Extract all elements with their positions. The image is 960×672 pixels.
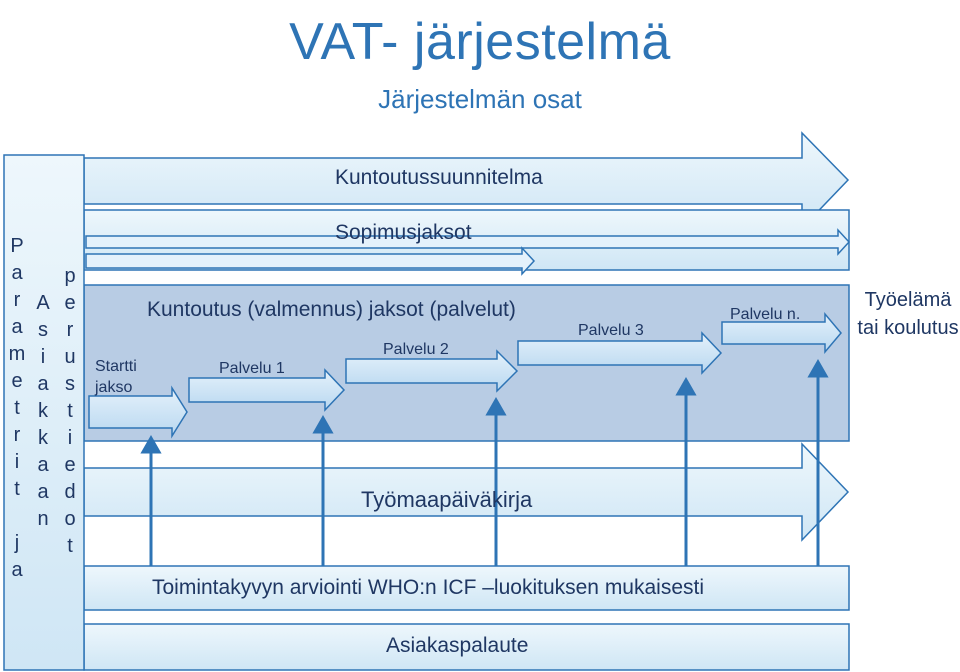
palvelu-n-arrow: [721, 311, 842, 355]
outcome-label: Työelämä tai koulutus: [857, 289, 959, 339]
sopimusjaksot-inner-arrows: [85, 228, 851, 276]
letter: a: [11, 559, 23, 581]
toimintakyky-bar: [83, 565, 850, 611]
palvelu-2-label: Palvelu 2: [383, 341, 449, 358]
kuntoutussuunnitelma-arrow: [83, 131, 850, 230]
letter: [59, 236, 81, 263]
letter: e: [64, 454, 76, 476]
parametrit-box: [3, 154, 85, 671]
letter: t: [14, 478, 20, 500]
palvelu-1-arrow: [188, 368, 346, 412]
letter: a: [11, 262, 23, 284]
palvelu-2-arrow: [345, 349, 519, 393]
letter: A: [36, 292, 50, 314]
letter: i: [14, 451, 20, 473]
palvelu-1-label: Palvelu 1: [219, 360, 285, 377]
letter: e: [11, 370, 23, 392]
letter: j: [14, 532, 20, 554]
letter: d: [64, 481, 76, 503]
asiakaspalaute-label: Asiakaspalaute: [386, 634, 529, 657]
palvelu-3-arrow: [517, 331, 723, 375]
letter: p: [64, 265, 76, 287]
tyomaapaivakirja-arrow: [83, 442, 850, 542]
letter: r: [66, 319, 74, 341]
vertical-arrows: [140, 358, 829, 566]
letter: r: [13, 424, 21, 446]
parametrit-inner-box: [3, 154, 85, 671]
letter: s: [65, 373, 75, 395]
letter: a: [37, 481, 49, 503]
palvelu-3-label: Palvelu 3: [578, 322, 644, 339]
letter: [32, 263, 54, 290]
letter: a: [37, 373, 49, 395]
letter: k: [38, 400, 48, 422]
page-title: VAT- järjestelmä: [289, 13, 671, 71]
letter: t: [14, 397, 20, 419]
letter: [32, 236, 54, 263]
letter: r: [13, 289, 21, 311]
letter: a: [11, 316, 23, 338]
sopimusjaksot-label: Sopimusjaksot: [335, 221, 472, 244]
asiakkaan-column: A s i a k k a a n: [32, 236, 54, 533]
letter: i: [67, 427, 73, 449]
startti-jakso-label: Startti jakso: [95, 358, 137, 396]
kuntoutussuunnitelma-label: Kuntoutussuunnitelma: [335, 166, 543, 189]
page-subtitle: Järjestelmän osat: [378, 84, 582, 114]
parametrit-column: P a r a m e t r i t j a: [6, 233, 28, 584]
letter: t: [67, 400, 73, 422]
startti-arrow: [88, 385, 188, 439]
letter: P: [10, 235, 24, 257]
letter: m: [8, 343, 26, 365]
letter: t: [67, 535, 73, 557]
letter: a: [37, 454, 49, 476]
letter: n: [37, 508, 49, 530]
letter: i: [40, 346, 46, 368]
palvelu-n-label: Palvelu n.: [730, 306, 801, 323]
letter: s: [38, 319, 48, 341]
letter: o: [64, 508, 76, 530]
kuntoutus-jaksot-label: Kuntoutus (valmennus) jaksot (palvelut): [147, 298, 516, 321]
perustiedot-column: p e r u s t i e d o t: [59, 236, 81, 560]
letter: e: [64, 292, 76, 314]
letter: k: [38, 427, 48, 449]
letter: [6, 503, 28, 530]
tyomaapaivakirja-label: Työmaapäiväkirja: [361, 487, 533, 512]
asiakaspalaute-bar: [83, 623, 850, 671]
toimintakyky-label: Toimintakyvyn arviointi WHO:n ICF –luoki…: [152, 576, 705, 599]
letter: u: [64, 346, 76, 368]
